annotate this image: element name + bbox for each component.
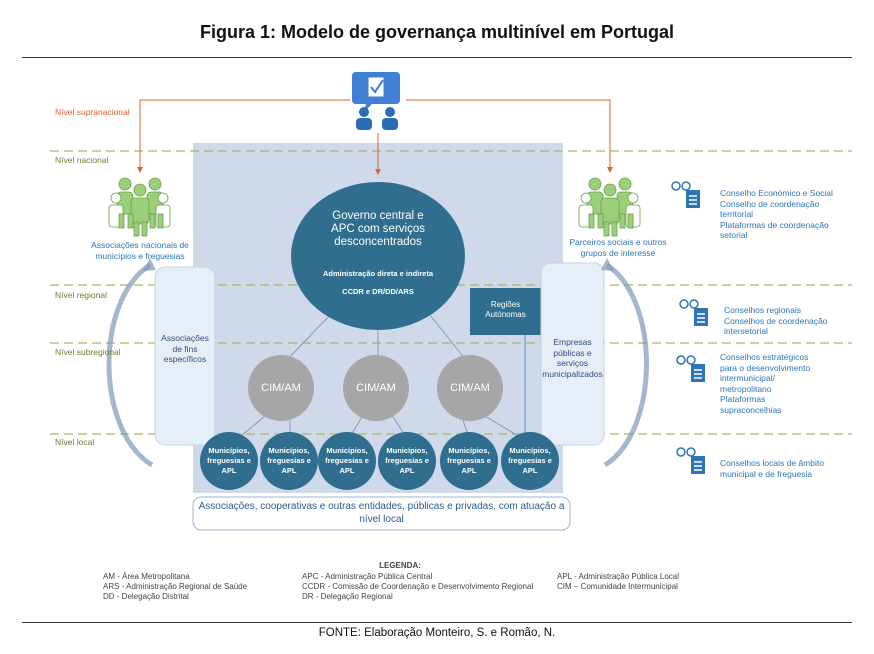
assoc-fins-box [154,266,216,446]
council-icon-national [671,181,700,208]
page-title: Figura 1: Modelo de governança multiníve… [199,22,675,42]
regioes-autonomas-label: Regiões Autónomas [485,300,526,319]
legend-item: ARS - Administração Regional de Saúde [103,582,248,591]
supranational-people-icon [352,72,400,130]
assoc-fins-label: Associações de fins específicos [161,333,209,364]
municipio-label-4: Municípios, freguesias e APL [385,446,429,475]
legend-item: APC - Administração Pública Central [302,572,433,581]
municipio-circle-6 [501,432,559,490]
municipio-circle-3 [318,432,376,490]
supranational-arrows [137,99,613,175]
right-curve-arrow [603,262,649,468]
council-icon-regional [679,299,708,326]
central-sub2: CCDR e DR/DD/ARS [342,287,414,296]
council-text-regional: Conselhos regionais Conselhos de coorden… [724,305,828,336]
empresas-box [540,262,605,446]
municipio-label-1: Municípios, freguesias e APL [207,446,251,475]
legend-item: DR - Delegação Regional [302,592,393,601]
council-text-subregional: Conselhos estratégicos para o desenvolvi… [720,352,811,415]
legend-col-1: AM - Área Metropolitana ARS - Administra… [103,572,247,602]
municipio-label-6: Municípios, freguesias e APL [508,446,552,475]
legend-item: AM - Área Metropolitana [103,572,190,581]
empresas-label: Empresas públicas e serviços municipaliz… [542,337,603,379]
municipio-circle-5 [440,432,498,490]
municipio-circle-4 [378,432,436,490]
legend-col-3: APL - Administração Pública Local CIM – … [557,572,679,592]
cim-circle-2 [343,355,409,421]
central-government-ellipse [291,182,465,330]
council-icon-subregional [676,355,705,382]
footer-rule [22,622,852,623]
cim-label-1: CIM/AM [261,382,301,394]
municipio-label-2: Municípios, freguesias e APL [267,446,311,475]
central-sub1: Administração direta e indireta [322,269,434,278]
left-curve-arrow [106,262,154,468]
cim-circle-1 [248,355,314,421]
legend-col-2: APC - Administração Pública Central CCDR… [302,572,533,602]
council-text-local: Conselhos locais de âmbito municipal e d… [720,458,824,479]
cim-circle-3 [437,355,503,421]
cim-label-3: CIM/AM [450,382,490,394]
level-label-national: Nível nacional [55,155,109,165]
legend-item: APL - Administração Pública Local [557,572,679,581]
level-label-supranational: Nível supranacional [55,107,130,117]
source-footer: FONTE: Elaboração Monteiro, S. e Romão, … [318,627,556,639]
right-group-icon [578,177,641,237]
council-text-national: Conselho Económico e Social Conselho de … [720,188,833,240]
central-title: Governo central e APC com serviços desco… [331,210,425,248]
municipio-label-3: Municípios, freguesias e APL [325,446,369,475]
level-label-subregional: Nível subregional [55,347,121,357]
level-label-local: Nível local [55,437,95,447]
legend-item: CIM – Comunidade Intermunicipal [557,582,678,591]
regioes-autonomas-box [470,288,541,335]
municipio-label-5: Municípios, freguesias e APL [447,446,491,475]
left-group-label: Associações nacionais de municípios e fr… [91,240,189,261]
level-label-regional: Nível regional [55,290,107,300]
legend-title: LEGENDA: [379,561,421,570]
municipio-circle-1 [200,432,258,490]
cim-label-2: CIM/AM [356,382,396,394]
legend-item: CCDR - Comissão de Coordenação e Desenvo… [302,582,534,591]
legend-item: DD - Delegação Distrital [103,592,189,601]
bottom-box [192,496,571,531]
bottom-box-label: Associações, cooperativas e outras entid… [198,501,565,525]
council-icon-local [676,447,705,474]
left-group-icon [108,177,171,237]
municipio-circle-2 [260,432,318,490]
title-rule [22,57,852,58]
right-group-label: Parceiros sociais e outros grupos de int… [569,237,667,258]
